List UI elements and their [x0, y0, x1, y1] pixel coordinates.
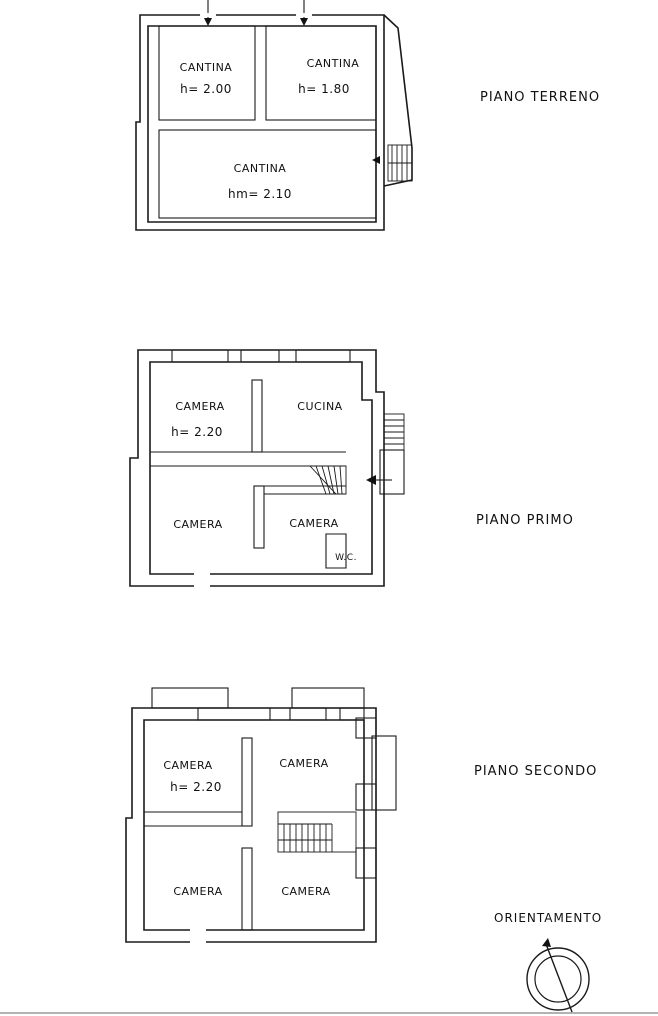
- ground-room-3-height: hm= 2.10: [228, 187, 292, 201]
- second-room-1-height: h= 2.20: [170, 780, 222, 794]
- first-floor-external-stair: [366, 413, 405, 495]
- first-floor-plan: CAMERA h= 2.20 CUCINA CAMERA CAMERA W.C.: [129, 349, 405, 588]
- first-floor-stair: [300, 465, 347, 495]
- first-room-3-name: CAMERA: [173, 518, 222, 531]
- ground-floor-plan: CANTINA h= 2.00 CANTINA h= 1.80 CANTINA …: [135, 0, 413, 231]
- ground-room-2-height: h= 1.80: [298, 82, 350, 96]
- first-room-1-height: h= 2.20: [171, 425, 223, 439]
- ground-room-1-height: h= 2.00: [180, 82, 232, 96]
- second-room-2-name: CAMERA: [279, 757, 328, 770]
- ground-room-1-name: CANTINA: [180, 61, 233, 74]
- ground-floor-title: PIANO TERRENO: [480, 90, 600, 105]
- first-floor-title: PIANO PRIMO: [476, 513, 574, 528]
- ground-floor-stair: [372, 144, 413, 182]
- ground-room-3-name: CANTINA: [234, 162, 287, 175]
- second-room-3-name: CAMERA: [173, 885, 222, 898]
- second-floor-stair: [277, 811, 357, 853]
- ground-room-2-name: CANTINA: [307, 57, 360, 70]
- first-room-4-name: CAMERA: [289, 517, 338, 530]
- second-room-1-name: CAMERA: [163, 759, 212, 772]
- first-room-wc-label: W.C.: [335, 553, 357, 563]
- second-floor-plan: CAMERA h= 2.20 CAMERA CAMERA CAMERA: [125, 687, 397, 944]
- second-room-4-name: CAMERA: [281, 885, 330, 898]
- compass-icon: [526, 938, 590, 1013]
- first-room-1-name: CAMERA: [175, 400, 224, 413]
- orientation-label: ORIENTAMENTO: [494, 911, 602, 925]
- second-floor-title: PIANO SECONDO: [474, 764, 597, 779]
- first-room-2-name: CUCINA: [297, 400, 342, 413]
